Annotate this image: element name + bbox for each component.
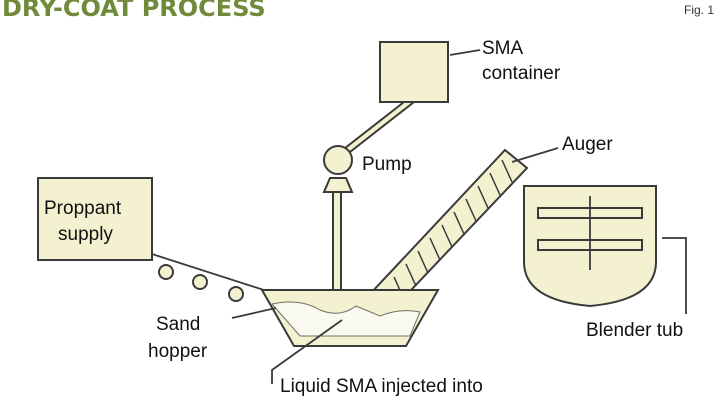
proppant-particle: [228, 286, 244, 302]
sand-hopper-contents: [271, 301, 421, 337]
proppant-conveyor: [151, 253, 271, 293]
liquid-sma-label: Liquid SMA injected into: [280, 376, 483, 397]
proppant-label-line2: supply: [58, 224, 113, 245]
figure-label: Fig. 1: [684, 3, 714, 17]
pump-body: [323, 145, 353, 175]
auger-leader: [511, 147, 559, 163]
sma-container-leader: [449, 49, 481, 56]
blender-tub-leader: [662, 237, 687, 314]
supply-pipe: [337, 101, 417, 153]
blender-tub-label: Blender tub: [586, 320, 683, 341]
auger-label: Auger: [562, 134, 613, 155]
proppant-particle: [192, 274, 208, 290]
sand-hopper-label-line2: hopper: [148, 341, 208, 362]
proppant-supply-box: [37, 177, 153, 261]
pump-label: Pump: [362, 154, 412, 175]
proppant-particle: [158, 264, 174, 280]
sand-hopper-label-line1: Sand: [156, 314, 200, 335]
sma-container-label-line1: SMA: [482, 38, 524, 59]
diagram-title: Dry-coat process: [2, 0, 266, 22]
pump-base: [322, 177, 354, 193]
sma-container-label-line2: container: [482, 63, 561, 84]
sand-hopper-leader: [231, 307, 277, 319]
liquid-sma-leader: [271, 319, 343, 384]
sma-container-box: [379, 41, 449, 103]
proppant-label-line1: Proppant: [44, 198, 122, 219]
